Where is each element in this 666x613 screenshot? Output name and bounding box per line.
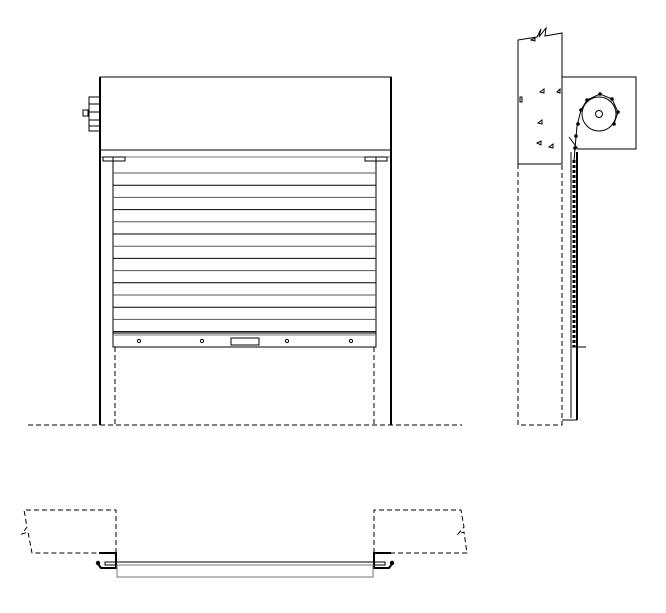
wound-curtain [573,93,619,163]
right-bracket [364,156,388,162]
left-wall-plan [20,509,117,554]
curtain-link [574,134,578,138]
curtain-link [579,108,583,112]
axle-icon [595,110,603,118]
hood-box [99,76,392,151]
right-guide-plan [373,552,393,569]
curtain-link [612,122,616,126]
bottom-bar-plan [116,564,374,578]
curtain-links [573,92,620,150]
curtain-link [610,97,614,101]
curtain-slats [113,172,376,333]
left-bracket [102,156,126,162]
curtain-link [576,122,580,126]
wall-section [517,26,563,165]
bolt-hole [199,338,205,344]
bolt-hole [284,338,290,344]
concrete-hatch [519,37,561,149]
handle [230,337,260,346]
left-seal [95,560,101,566]
right-wall-plan [373,509,468,554]
curtain-link [573,146,577,150]
curtain-link [598,92,602,96]
bottom-bar [112,332,377,348]
head-box [562,76,637,150]
bolt-hole [136,338,142,344]
left-guide-plan [97,552,117,569]
roll-drum [581,96,617,132]
motor-icon [82,96,101,132]
plan-view [20,509,468,578]
side-section [517,26,637,426]
right-seal [389,560,395,566]
curtain-link [585,98,589,102]
wall-below [517,164,563,426]
front-elevation [28,76,462,426]
bolt-hole [348,338,354,344]
curtain-link [616,110,620,114]
